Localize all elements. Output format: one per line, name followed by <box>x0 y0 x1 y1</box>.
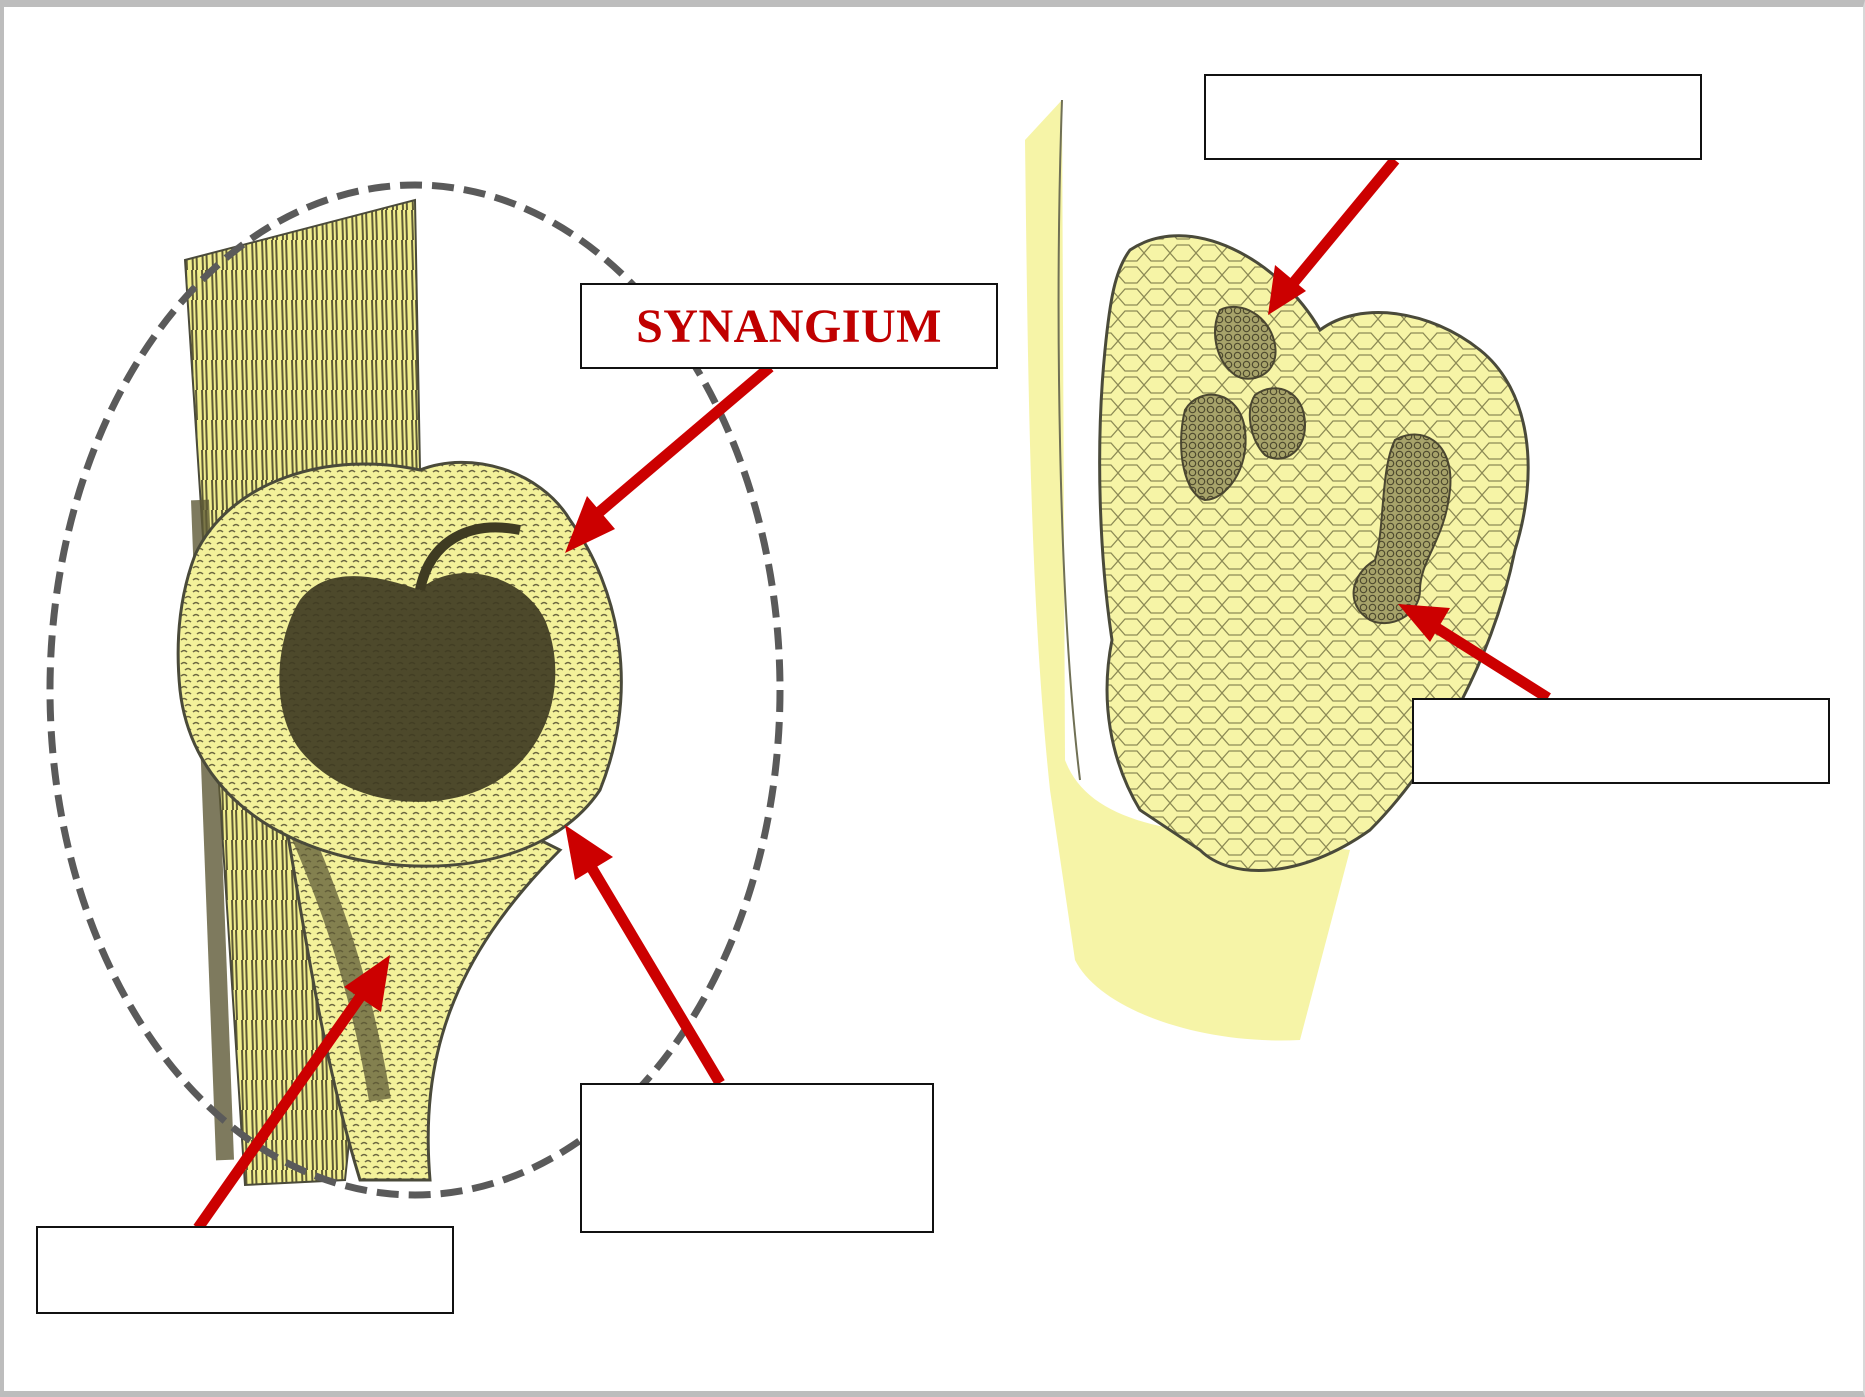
label-box-synangium: SYNANGIUM <box>580 283 998 369</box>
arrow-top-right <box>1290 160 1395 287</box>
arrow-bottom-middle <box>587 860 720 1083</box>
right-figure <box>1025 100 1528 1040</box>
label-box-mid-right <box>1412 698 1830 784</box>
arrow-synangium <box>590 367 770 520</box>
label-synangium: SYNANGIUM <box>636 299 942 354</box>
label-box-bottom-left <box>36 1226 454 1314</box>
label-box-bottom-middle <box>580 1083 934 1233</box>
synangium-dark-center <box>279 573 555 802</box>
label-box-top-right <box>1204 74 1702 160</box>
